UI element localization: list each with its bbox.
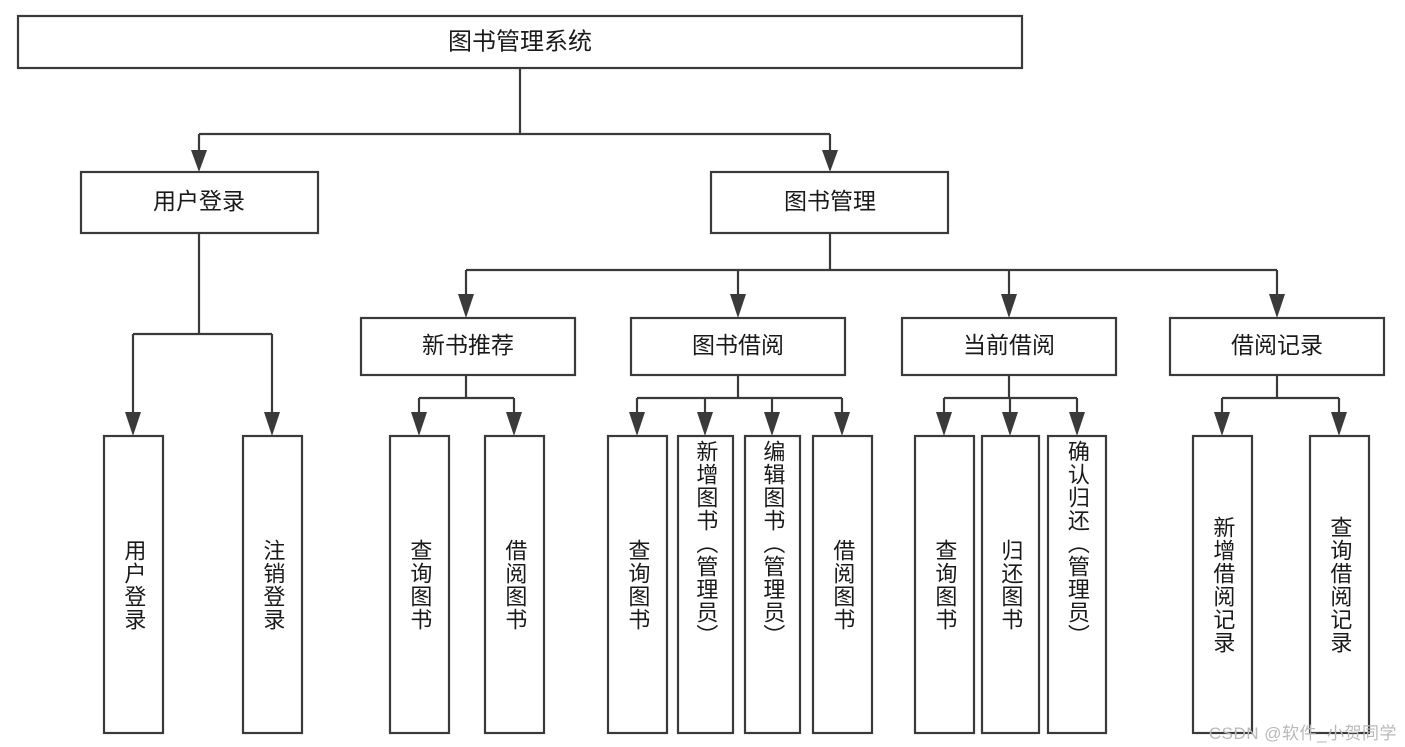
arrow-head-book-manage [822,150,838,172]
watermark: CSDN @软件_小贺同学 [1208,724,1397,743]
node-leaf-edit-book-box[interactable] [743,434,802,735]
node-current-borrow[interactable]: 当前借阅 [900,316,1118,377]
arrow-head-user-login [191,150,207,172]
node-borrow-record-label: 借阅记录 [1231,332,1323,358]
node-book-manage-box[interactable] [709,170,950,235]
node-leaf-return-book-box[interactable] [980,434,1041,735]
node-leaf-query-book-1-box[interactable] [388,434,451,735]
node-leaf-add-record-box[interactable] [1191,434,1254,735]
node-book-manage[interactable]: 图书管理 [709,170,950,235]
node-user-login-label: 用户登录 [153,188,245,214]
connector-layer [125,68,1347,436]
arrow-head-borrow-record [1269,294,1285,318]
arrow-head-book-borrow [730,294,746,318]
node-root[interactable]: 图书管理系统 [16,14,1024,70]
arrow-head-leaf-edit-book [764,412,780,436]
arrow-head-leaf-return-book [1002,412,1018,436]
node-book-manage-label: 图书管理 [784,188,876,214]
node-borrow-record-box[interactable] [1168,316,1386,377]
node-book-borrow-label: 图书借阅 [692,332,784,358]
arrow-head-leaf-borrow-book-2 [834,412,850,436]
node-new-book-rec-box[interactable] [359,316,577,377]
node-leaf-confirm-return-box[interactable] [1046,434,1108,735]
arrow-head-leaf-query-book-2 [629,412,645,436]
arrow-head-leaf-query-book-1 [411,412,427,436]
arrow-head-leaf-confirm-return [1069,412,1085,436]
node-leaf-user-logout-box[interactable] [241,434,304,735]
node-user-login[interactable]: 用户登录 [79,170,320,235]
arrow-head-current-borrow [1001,294,1017,318]
arrow-head-leaf-user-logout [264,412,280,436]
arrow-head-leaf-add-record [1214,412,1230,436]
node-current-borrow-box[interactable] [900,316,1118,377]
node-book-borrow[interactable]: 图书借阅 [629,316,847,377]
node-leaf-query-book-2-box[interactable] [606,434,669,735]
arrow-head-leaf-query-record [1331,412,1347,436]
node-leaf-query-book-3-box[interactable] [913,434,976,735]
arrow-head-leaf-borrow-book-1 [506,412,522,436]
node-new-book-rec-label: 新书推荐 [422,332,514,358]
node-user-login-box[interactable] [79,170,320,235]
node-current-borrow-label: 当前借阅 [963,332,1055,358]
arrow-head-new-book-rec [458,294,474,318]
node-new-book-rec[interactable]: 新书推荐 [359,316,577,377]
node-leaf-add-book-box[interactable] [676,434,735,735]
node-borrow-record[interactable]: 借阅记录 [1168,316,1386,377]
arrow-head-leaf-user-login [125,412,141,436]
node-leaf-query-record-box[interactable] [1308,434,1371,735]
node-leaf-user-login-box[interactable] [102,434,165,735]
arrow-head-leaf-query-book-3 [936,412,952,436]
node-leaf-borrow-book-2-box[interactable] [811,434,874,735]
arrow-head-leaf-add-book [697,412,713,436]
node-layer: 图书管理系统 用户登录 图书管理 新书推荐 图书借阅 [16,14,1386,735]
node-book-borrow-box[interactable] [629,316,847,377]
node-leaf-borrow-book-1-box[interactable] [483,434,546,735]
node-root-label: 图书管理系统 [448,28,592,55]
node-root-box[interactable] [16,14,1024,70]
